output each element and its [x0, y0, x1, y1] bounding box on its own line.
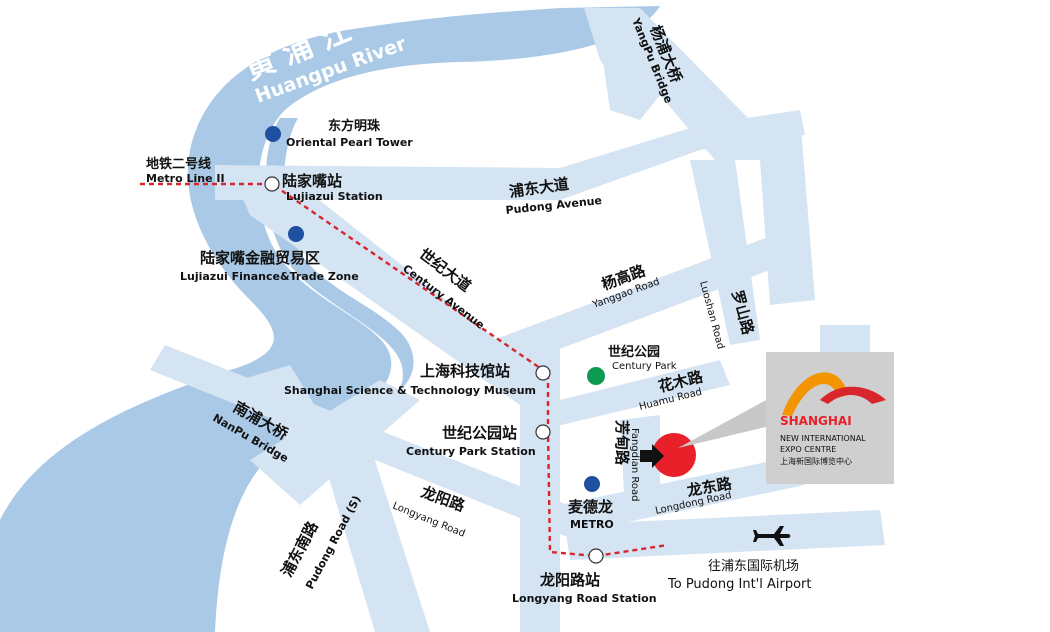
airport-en: To Pudong Int'l Airport [667, 577, 811, 592]
station-century-park-cn: 世纪公园站 [442, 424, 517, 442]
metro-line-cn: 地铁二号线 [146, 156, 211, 172]
station-longyang-en: Longyang Road Station [512, 592, 657, 605]
airplane-icon [753, 526, 791, 546]
expo-centre-marker[interactable] [652, 433, 696, 477]
metro-store-en: METRO [570, 518, 614, 531]
station-longyang-marker[interactable] [588, 548, 604, 564]
metro-store-marker[interactable] [584, 476, 600, 492]
century-park-cn: 世纪公园 [608, 344, 660, 360]
road-fangdian-en: Fangdian Road [629, 428, 640, 502]
huangpu-river-upper [265, 118, 414, 392]
station-lujiazui-marker[interactable] [264, 176, 280, 192]
station-century-park-marker[interactable] [535, 424, 551, 440]
oriental-pearl-en: Oriental Pearl Tower [286, 136, 413, 149]
expo-logo-card: SHANGHAI NEW INTERNATIONAL EXPO CENTRE 上… [766, 352, 894, 484]
century-park-en: Century Park [612, 361, 677, 372]
station-science-museum-cn: 上海科技馆站 [420, 362, 510, 380]
metro-line-ii [140, 182, 669, 558]
road-fangdian-cn: 芳甸路 [613, 420, 631, 466]
station-science-museum-marker[interactable] [535, 365, 551, 381]
expo-logo-line1: NEW INTERNATIONAL [780, 434, 866, 443]
expo-logo-main: SHANGHAI [780, 414, 852, 428]
station-lujiazui-en: Lujiazui Station [286, 190, 383, 203]
expo-logo-cn: 上海新国际博览中心 [780, 456, 852, 466]
expo-logo-line2: EXPO CENTRE [780, 445, 836, 454]
metro-line-en: Metro Line II [146, 172, 225, 185]
lujiazui-zone-en: Lujiazui Finance&Trade Zone [180, 270, 359, 283]
lujiazui-zone-marker[interactable] [288, 226, 304, 242]
lujiazui-zone-cn: 陆家嘴金融贸易区 [200, 249, 320, 267]
metro-store-cn: 麦德龙 [568, 498, 613, 516]
station-lujiazui-cn: 陆家嘴站 [282, 172, 342, 190]
callout-pointer [678, 398, 770, 448]
century-park-marker[interactable] [587, 367, 605, 385]
road-network [150, 8, 885, 632]
expo-logo-wing-icon [820, 386, 886, 404]
oriental-pearl-cn: 东方明珠 [328, 118, 381, 134]
expo-logo-arc-icon [782, 372, 848, 416]
airport-cn: 往浦东国际机场 [708, 559, 799, 574]
oriental-pearl-marker[interactable] [265, 126, 281, 142]
expo-arrow-icon [640, 444, 664, 468]
station-longyang-cn: 龙阳路站 [539, 571, 600, 589]
huangpu-river [0, 6, 660, 632]
station-century-park-en: Century Park Station [406, 445, 536, 458]
station-science-museum-en: Shanghai Science & Technology Museum [284, 384, 536, 397]
